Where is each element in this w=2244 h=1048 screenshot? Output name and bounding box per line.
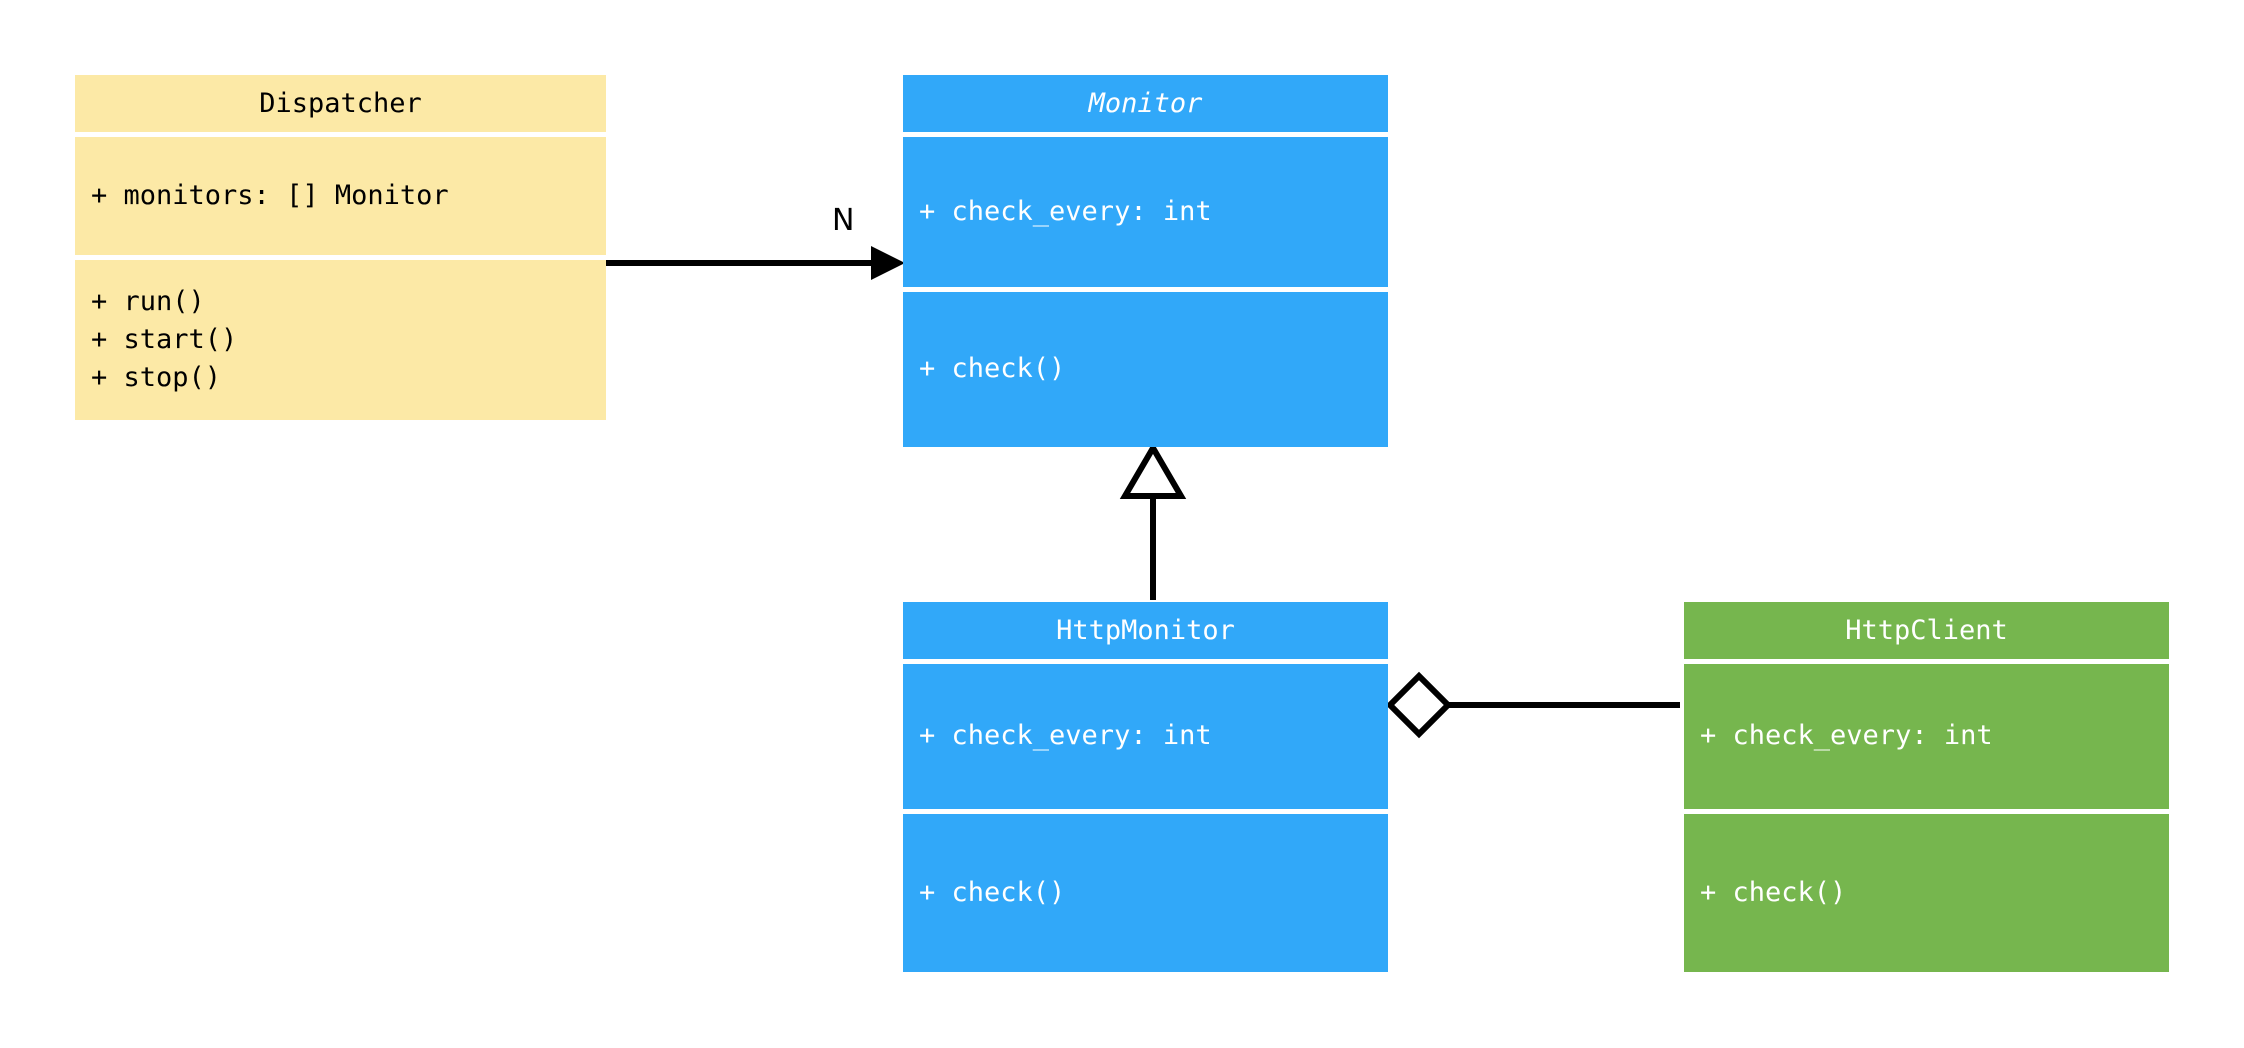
- class-title-compartment-http-monitor: HttpMonitor: [903, 602, 1388, 659]
- method-row: + start(): [91, 323, 238, 355]
- attribute-row: + monitors: [] Monitor: [91, 179, 449, 211]
- class-box-dispatcher[interactable]: Dispatcher + monitors: [] Monitor + run(…: [75, 75, 606, 420]
- class-attributes-compartment-http-client: + check_every: int: [1684, 664, 2169, 809]
- class-box-monitor[interactable]: Monitor + check_every: int + check(): [903, 75, 1388, 447]
- aggregation-httpmonitor-httpclient[interactable]: [1385, 671, 1680, 739]
- method-row: + check(): [919, 353, 1066, 385]
- class-name-http-client: HttpClient: [1845, 615, 2008, 646]
- attribute-row: + check_every: int: [919, 195, 1212, 227]
- class-attributes-compartment-dispatcher: + monitors: [] Monitor: [75, 137, 606, 255]
- class-title-compartment-http-client: HttpClient: [1684, 602, 2169, 659]
- class-attributes-compartment-http-monitor: + check_every: int: [903, 664, 1388, 809]
- class-box-http-client[interactable]: HttpClient + check_every: int + check(): [1684, 602, 2169, 972]
- method-row: + check(): [919, 876, 1066, 908]
- attribute-row: + check_every: int: [919, 720, 1212, 752]
- class-title-compartment-dispatcher: Dispatcher: [75, 75, 606, 132]
- class-title-compartment-monitor: Monitor: [903, 75, 1388, 132]
- method-row: + run(): [91, 285, 205, 317]
- class-methods-compartment-monitor: + check(): [903, 292, 1388, 447]
- method-row: + stop(): [91, 362, 222, 394]
- class-name-monitor: Monitor: [1088, 88, 1203, 119]
- class-methods-compartment-http-monitor: + check(): [903, 814, 1388, 972]
- association-dispatcher-monitor[interactable]: [606, 246, 905, 280]
- hollow-diamond-icon: [1385, 671, 1453, 739]
- class-box-http-monitor[interactable]: HttpMonitor + check_every: int + check(): [903, 602, 1388, 972]
- filled-arrowhead-icon: [871, 246, 905, 280]
- class-name-http-monitor: HttpMonitor: [1056, 615, 1235, 646]
- class-name-dispatcher: Dispatcher: [259, 88, 422, 119]
- class-attributes-compartment-monitor: + check_every: int: [903, 137, 1388, 287]
- hollow-triangle-icon: [1119, 442, 1187, 499]
- generalization-httpmonitor-monitor[interactable]: [1119, 442, 1187, 600]
- multiplicity-label-n: N: [832, 203, 855, 238]
- method-row: + check(): [1700, 876, 1847, 908]
- class-methods-compartment-dispatcher: + run() + start() + stop(): [75, 260, 606, 420]
- attribute-row: + check_every: int: [1700, 720, 1993, 752]
- class-methods-compartment-http-client: + check(): [1684, 814, 2169, 972]
